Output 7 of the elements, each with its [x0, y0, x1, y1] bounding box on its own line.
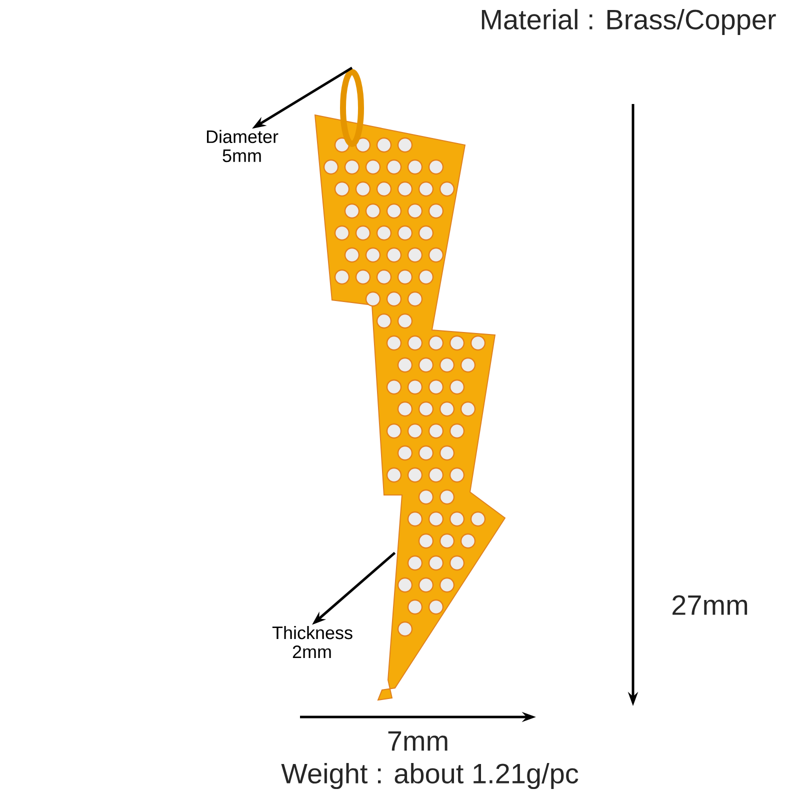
- weight-label: Weight : about 1.21g/pc: [281, 762, 578, 790]
- dimension-label: 27mm: [672, 595, 748, 615]
- thickness-label: Thickness 2mm: [272, 626, 352, 658]
- material-label: Material : Brass/Copper: [482, 8, 776, 36]
- jump-ring: [340, 69, 364, 147]
- dimension-label: 7mm: [388, 731, 448, 751]
- diameter-label: Diameter 5mm: [206, 130, 278, 162]
